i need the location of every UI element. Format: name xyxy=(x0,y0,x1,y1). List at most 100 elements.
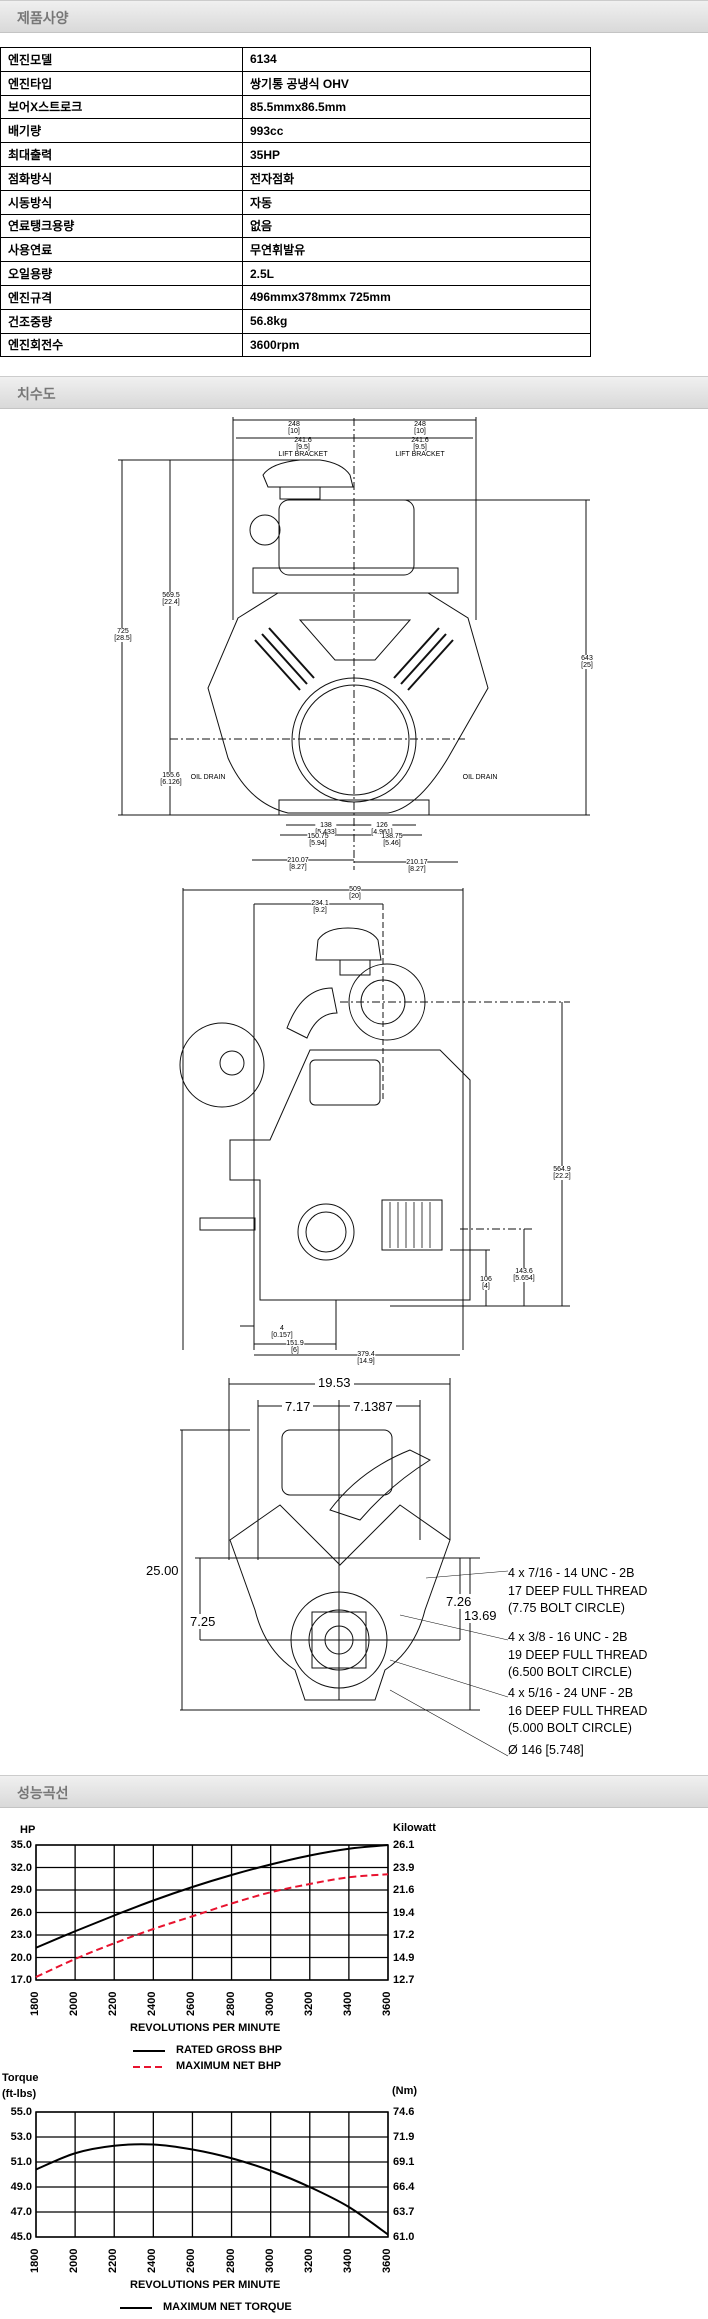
x-tick-label: 2000 xyxy=(68,2248,81,2273)
spec-value: 6134 xyxy=(242,47,591,72)
plot-frame xyxy=(35,2111,389,2238)
dim-label: 4 [0.157] xyxy=(271,1325,293,1339)
spec-value: 35HP xyxy=(242,142,591,167)
y-tick-label: 26.0 xyxy=(10,1906,32,1919)
y-right-tick-label: 19.4 xyxy=(393,1906,415,1919)
plot-frame xyxy=(35,1844,389,1981)
engine-drawings xyxy=(118,417,590,1757)
legend-label: RATED GROSS BHP xyxy=(176,2044,283,2056)
dim-label: 7.1387 xyxy=(350,1399,396,1414)
y-tick-label: 47.0 xyxy=(10,2206,32,2218)
spec-label: 오일용량 xyxy=(0,261,243,286)
y-tick-label: 49.0 xyxy=(10,2181,32,2193)
front-view-drawing xyxy=(118,417,590,870)
spec-value: 85.5mmx86.5mm xyxy=(242,94,591,120)
spec-value: 3600rpm xyxy=(242,332,591,358)
section-title: 치수도 xyxy=(17,386,56,402)
y-right-tick-label: 69.1 xyxy=(393,2156,415,2168)
y-right-tick-label: 12.7 xyxy=(393,1974,415,1986)
spec-value: 56.8kg xyxy=(242,308,591,334)
spec-value: 자동 xyxy=(242,189,591,215)
x-tick-label: 3200 xyxy=(302,2248,315,2273)
y-tick-label: 35.0 xyxy=(10,1839,32,1851)
y-right-tick-label: 61.0 xyxy=(393,2231,415,2243)
dim-label: 241.6 [9.5] LIFT BRACKET xyxy=(395,437,445,458)
dim-label: 19.53 xyxy=(315,1375,354,1390)
spec-label: 연료탱크용량 xyxy=(0,213,243,239)
x-tick-label: 3400 xyxy=(341,2248,354,2273)
dim-label: 13.69 xyxy=(464,1608,497,1623)
y-right-tick-label: 71.9 xyxy=(393,2131,415,2143)
spec-label: 시동방식 xyxy=(0,189,243,215)
y-right-tick-label: 66.4 xyxy=(393,2181,415,2193)
y-right-tick-label: 26.1 xyxy=(393,1839,415,1851)
dim-label: 569.5 [22.4] xyxy=(162,592,180,606)
dim-label: 210.17 [8.27] xyxy=(406,859,428,873)
series-line-1 xyxy=(35,1873,389,1978)
y-right-tick-label: 74.6 xyxy=(393,2106,415,2118)
side-view-drawing xyxy=(179,888,570,1356)
y-tick-label: 55.0 xyxy=(10,2106,32,2118)
spec-value: 전자점화 xyxy=(242,165,591,191)
y-right-tick-label: 63.7 xyxy=(393,2206,415,2218)
oil-drain-label: OIL DRAIN xyxy=(190,774,226,781)
y-tick-label: 20.0 xyxy=(10,1951,32,1964)
dim-label: 106 [4] xyxy=(480,1276,492,1290)
section-title: 제품사양 xyxy=(17,10,69,26)
dim-label: 143.6 [5.654] xyxy=(513,1268,535,1282)
x-tick-label: 2800 xyxy=(224,2248,237,2273)
y-tick-label: 32.0 xyxy=(10,1861,32,1874)
spec-value: 쌍기통 공냉식 OHV xyxy=(242,70,591,96)
x-tick-label: 1800 xyxy=(29,2248,41,2273)
oil-drain-label: OIL DRAIN xyxy=(462,774,498,781)
spec-label: 점화방식 xyxy=(0,165,243,191)
spec-value: 496mmx378mmx 725mm xyxy=(242,284,591,310)
spec-label: 엔진회전수 xyxy=(0,332,243,358)
dim-label: 151.9 [6] xyxy=(286,1340,304,1354)
y-right-tick-label: 23.9 xyxy=(393,1861,415,1874)
y-right-tick-label: 17.2 xyxy=(393,1929,415,1941)
x-tick-label: 2600 xyxy=(185,2248,198,2273)
spec-label: 엔진규격 xyxy=(0,284,243,310)
y-tick-label: 29.0 xyxy=(10,1884,32,1896)
spec-value: 없음 xyxy=(242,213,591,239)
dim-label: 25.00 xyxy=(146,1563,179,1578)
y-right-tick-label: 14.9 xyxy=(393,1951,415,1964)
x-tick-label: 3600 xyxy=(381,2248,393,2273)
dim-label: 241.6 [9.5] LIFT BRACKET xyxy=(278,437,328,458)
y-right-tick-label: 21.6 xyxy=(393,1884,415,1896)
dim-label: 7.26 xyxy=(446,1594,472,1609)
section-title: 성능곡선 xyxy=(17,1785,69,1801)
x-tick-label: 3000 xyxy=(263,2248,276,2273)
spec-label: 최대출력 xyxy=(0,142,243,167)
dim-label: 155.6 [6.126] xyxy=(160,772,182,786)
y-axis-title: HP xyxy=(20,1824,36,1836)
section-header-spec: 제품사양 xyxy=(0,0,708,33)
dim-label: 379.4 [14.9] xyxy=(357,1351,375,1365)
y-right-axis-title: (Nm) xyxy=(392,2085,418,2097)
dim-label: 564.9 [22.2] xyxy=(553,1166,571,1180)
x-tick-label: 2200 xyxy=(107,2248,120,2273)
x-axis-title: REVOLUTIONS PER MINUTE xyxy=(130,2022,281,2034)
dim-label: 725 [28.5] xyxy=(114,628,132,642)
y-axis-title: Torque (ft-lbs) xyxy=(2,2072,39,2100)
dim-label: 7.25 xyxy=(190,1614,216,1629)
dim-label: 643 [25] xyxy=(581,655,593,669)
dim-label: 509 [20] xyxy=(349,886,361,900)
